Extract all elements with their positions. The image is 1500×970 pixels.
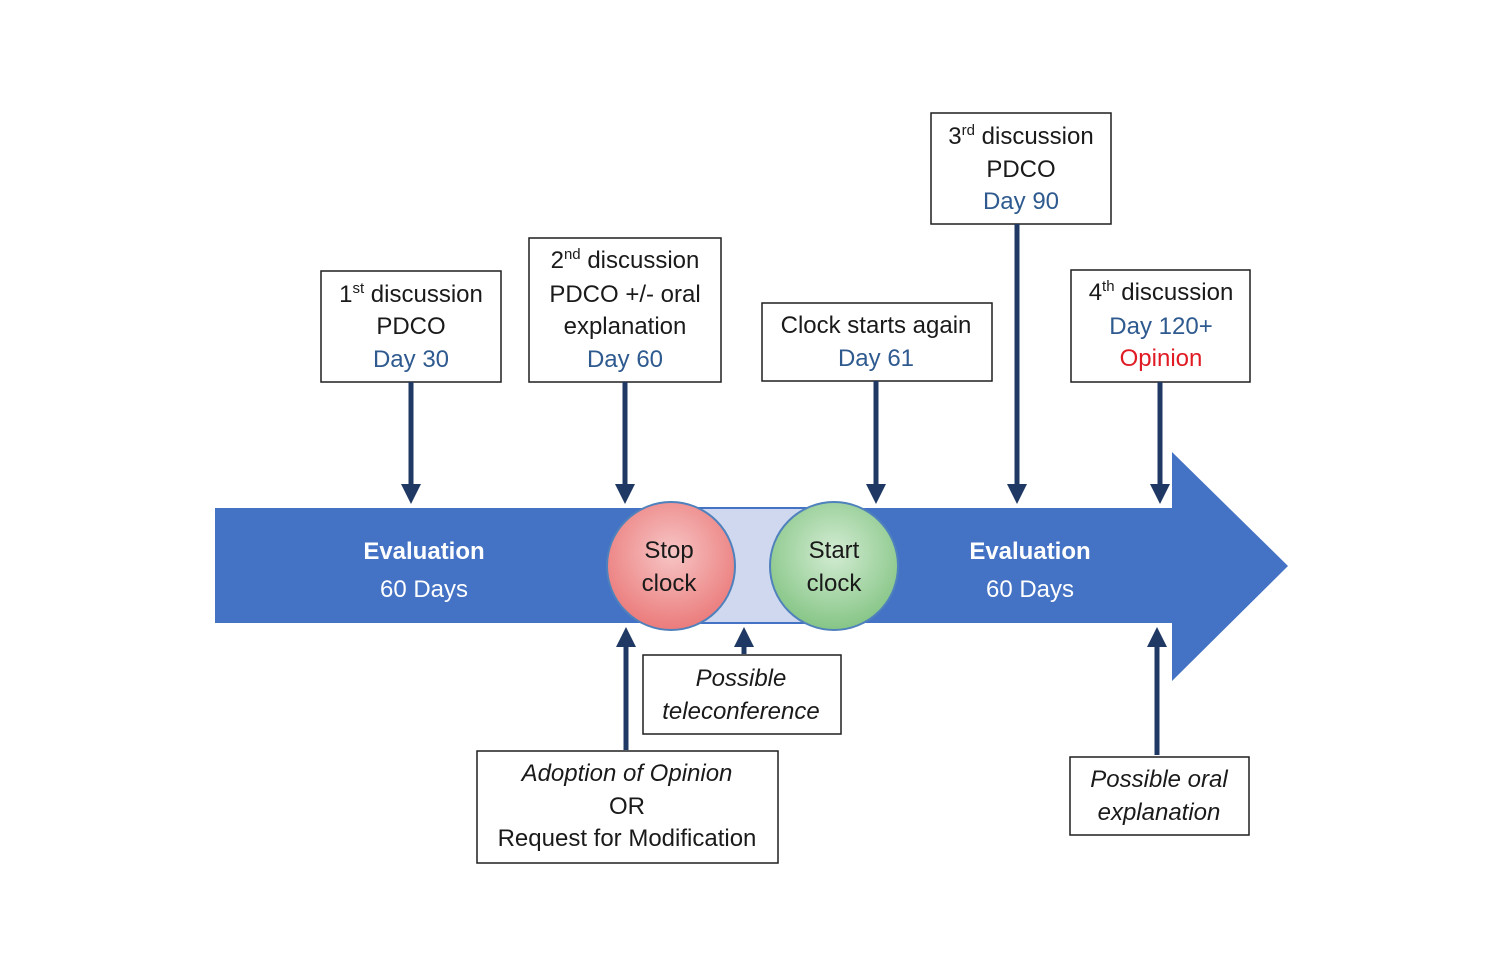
teleconference-line1: Possible [696,665,787,692]
second-discussion-box: 2nd discussion PDCO +/- oral explanation… [528,237,722,383]
fourth-discussion-label: discussion [1115,279,1234,306]
clock-starts-again-day: Day 61 [838,345,914,372]
second-discussion-day: Day 60 [587,346,663,373]
start-clock-line2: clock [807,570,863,597]
third-discussion-ordinal: 3 [948,123,961,150]
start-clock-node: Start clock [769,501,899,631]
first-discussion-label: discussion [364,281,483,308]
first-discussion-box: 1st discussion PDCO Day 30 [320,270,502,383]
oral-explanation-line2: explanation [1098,799,1221,826]
first-discussion-ordinal-suffix: st [352,280,365,297]
fourth-discussion-ordinal-suffix: th [1102,278,1115,295]
timeline-arrow-left-body [215,508,670,623]
adoption-line1: Adoption of Opinion [520,760,733,787]
oral-explanation-box: Possible oral explanation [1069,756,1250,836]
second-discussion-ordinal: 2 [551,247,564,274]
first-discussion-day: Day 30 [373,346,449,373]
adoption-line3: Request for Modification [498,825,757,852]
second-discussion-label: discussion [581,247,700,274]
third-discussion-day: Day 90 [983,188,1059,215]
first-discussion-committee: PDCO [376,313,445,340]
oral-explanation-line1: Possible oral [1090,766,1228,793]
second-discussion-explanation: explanation [564,313,687,340]
svg-text:4th discussion: 4th discussion [1089,278,1234,306]
fourth-discussion-opinion: Opinion [1120,345,1203,372]
right-evaluation-days: 60 Days [986,576,1074,603]
first-discussion-ordinal: 1 [339,281,352,308]
svg-text:2nd discussion: 2nd discussion [551,246,700,274]
second-discussion-committee: PDCO +/- oral [549,281,700,308]
svg-text:1st discussion: 1st discussion [339,280,483,308]
third-discussion-label: discussion [975,123,1094,150]
adoption-line2: OR [609,793,645,820]
fourth-discussion-box: 4th discussion Day 120+ Opinion [1070,269,1251,383]
svg-text:3rd discussion: 3rd discussion [948,122,1093,150]
stop-clock-circle [606,501,736,631]
right-evaluation-title: Evaluation [969,538,1090,565]
timeline-arrow-right-body [836,452,1288,681]
stop-clock-line1: Stop [644,537,693,564]
left-evaluation-title: Evaluation [363,538,484,565]
second-discussion-ordinal-suffix: nd [564,246,581,263]
clock-starts-again-label: Clock starts again [781,312,972,339]
timeline-arrow [215,452,1288,681]
left-evaluation-days: 60 Days [380,576,468,603]
teleconference-box: Possible teleconference [642,654,842,735]
start-clock-circle [769,501,899,631]
third-discussion-committee: PDCO [986,156,1055,183]
start-clock-line1: Start [809,537,860,564]
third-discussion-ordinal-suffix: rd [962,122,975,139]
teleconference-line2: teleconference [662,698,819,725]
clock-starts-again-box: Clock starts again Day 61 [761,302,993,382]
third-discussion-box: 3rd discussion PDCO Day 90 [930,112,1112,225]
stop-clock-line2: clock [642,570,698,597]
adoption-box: Adoption of Opinion OR Request for Modif… [476,750,779,864]
fourth-discussion-ordinal: 4 [1089,279,1102,306]
stop-clock-node: Stop clock [606,501,736,631]
fourth-discussion-day: Day 120+ [1109,313,1212,340]
